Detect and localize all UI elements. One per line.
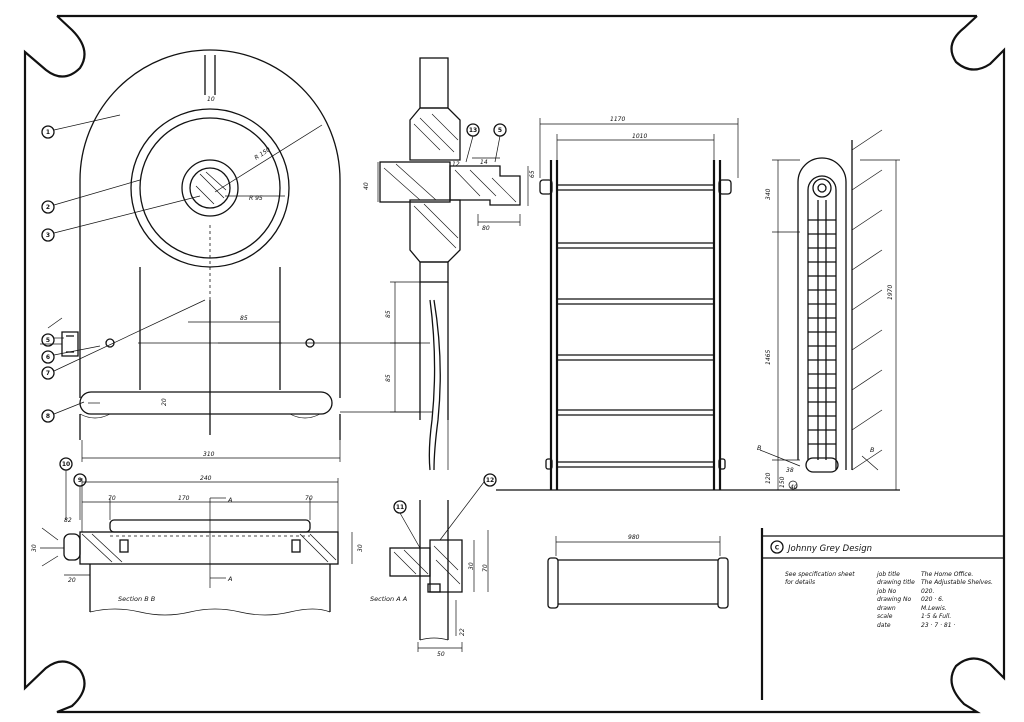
- dim-30b: 30: [31, 544, 38, 552]
- dim-980: 980: [628, 534, 640, 541]
- callout-2: 2: [46, 204, 50, 211]
- dim-150: 150: [779, 476, 786, 488]
- section-bb-label: Section B B: [118, 595, 156, 603]
- dim-70c: 70: [482, 564, 489, 572]
- tb-value-job-no: 020.: [921, 588, 934, 595]
- tb-value-date: 23 · 7 · 81 ·: [921, 622, 955, 629]
- dim-70a: 70: [108, 495, 116, 502]
- tb-value-drawing-no: 020 · 6.: [921, 596, 944, 603]
- callout-11: 11: [396, 504, 404, 511]
- tb-label-job-title: job title: [876, 571, 900, 578]
- section-mark-a-top: A: [227, 496, 232, 504]
- dim-85: 85: [240, 315, 248, 322]
- dim-1010: 1010: [632, 133, 647, 140]
- dim-340: 340: [765, 188, 772, 200]
- tb-value-scale: 1·5 & Full.: [921, 613, 951, 620]
- callout-6: 6: [46, 354, 50, 361]
- callout-1: 1: [46, 129, 50, 136]
- dim-120: 120: [765, 472, 772, 484]
- section-aa-detail: [389, 500, 489, 652]
- dim-r95: R 95: [249, 195, 263, 202]
- section-mark-b-left: B: [757, 444, 762, 452]
- dim-38: 38: [786, 467, 794, 474]
- dim-sec-80: 80: [482, 225, 490, 232]
- copyright-symbol: C: [775, 545, 780, 552]
- ladder-plan-view: [547, 536, 729, 609]
- tb-value-drawing-title: The Adjustable Shelves.: [921, 579, 993, 586]
- section-aa-label: Section A A: [370, 595, 407, 603]
- dim-elev-10: 10: [207, 96, 215, 103]
- section-aa-upper: [377, 57, 529, 283]
- dim-40: 40: [790, 484, 798, 491]
- front-elevation: [40, 49, 432, 462]
- section-bb: [40, 478, 353, 616]
- tb-label-date: date: [877, 622, 891, 629]
- callout-3: 3: [46, 232, 50, 239]
- dim-30c: 30: [468, 562, 475, 570]
- dim-240: 240: [200, 475, 212, 482]
- tb-label-scale: scale: [877, 613, 893, 620]
- callout-9: 9: [78, 477, 82, 484]
- callout-13: 13: [469, 127, 477, 134]
- dim-50: 50: [437, 651, 445, 658]
- dim-sec-65: 65: [529, 170, 536, 178]
- tb-label-drawing-title: drawing title: [877, 579, 915, 586]
- dim-sec-12: 12: [452, 161, 460, 168]
- dim-20: 20: [161, 398, 168, 406]
- callout-7: 7: [46, 370, 50, 377]
- dim-1970: 1970: [887, 285, 894, 300]
- dim-r150: R 150: [253, 146, 272, 162]
- dim-sec-14: 14: [480, 159, 488, 166]
- section-mark-a-bottom: A: [227, 575, 232, 583]
- dim-sec-40: 40: [363, 182, 370, 190]
- spec-note-line1: See specification sheet: [785, 571, 855, 578]
- callout-12: 12: [486, 477, 494, 484]
- dim-1170: 1170: [610, 116, 625, 123]
- dim-sec-85b: 85: [385, 374, 392, 382]
- callout-group-left: [41, 114, 507, 549]
- dim-30a: 30: [357, 544, 364, 552]
- tb-value-job-title: The Home Office.: [921, 571, 973, 578]
- tb-label-drawing-no: drawing No: [877, 596, 912, 603]
- dim-310: 310: [203, 451, 215, 458]
- company-name: Johnny Grey Design: [786, 544, 872, 554]
- section-aa-shelf-profile: [390, 281, 449, 471]
- dim-1465: 1465: [765, 350, 772, 365]
- dim-22: 22: [459, 628, 466, 636]
- dim-20b: 20: [68, 577, 76, 584]
- ladder-front-view: [496, 118, 900, 491]
- spec-note-line2: for details: [785, 579, 815, 586]
- dim-70b: 70: [305, 495, 313, 502]
- section-mark-b-right: B: [870, 446, 875, 454]
- tb-value-drawn: M.Lewis.: [921, 605, 947, 612]
- sheet-border: [23, 14, 1006, 714]
- dim-170: 170: [178, 495, 190, 502]
- callout-8: 8: [46, 413, 50, 420]
- dim-sec-85a: 85: [385, 310, 392, 318]
- ladder-side-view: [759, 129, 900, 490]
- callout-5b: 5: [498, 127, 502, 134]
- callout-5: 5: [46, 337, 50, 344]
- tb-label-drawn: drawn: [877, 605, 896, 612]
- title-block-frame: [760, 528, 1004, 700]
- callout-10: 10: [62, 461, 70, 468]
- dim-82: 82: [64, 517, 72, 524]
- tb-label-job-no: job No: [876, 588, 897, 595]
